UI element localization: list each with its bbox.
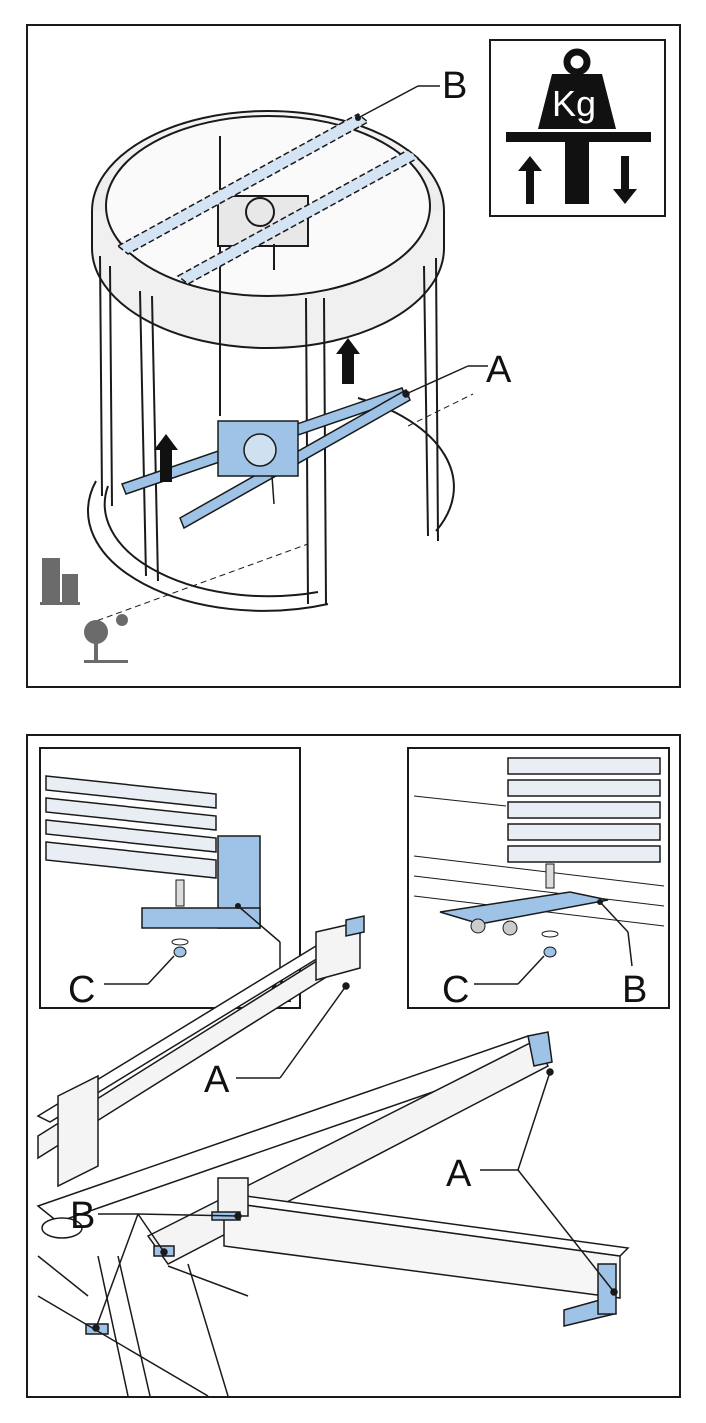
main-label-a-top: A	[204, 1059, 230, 1101]
inset-right-detail	[407, 747, 670, 1009]
inset-right-label-c: C	[442, 969, 469, 1011]
axis-line-left	[87, 543, 309, 625]
beam-mounting-illustration: C A C B	[36, 747, 670, 1396]
lift-arrow-right-icon	[336, 338, 360, 384]
label-a: A	[486, 349, 512, 391]
bottom-diagram-panel: C A C B	[26, 734, 681, 1398]
lift-arrow-left-icon	[154, 434, 178, 482]
building-indoor-icon	[40, 558, 80, 605]
inset-left-detail	[39, 747, 301, 1009]
tree-outdoor-icon	[84, 614, 128, 663]
main-label-a-right: A	[446, 1153, 472, 1195]
arrow-down-icon	[613, 156, 637, 204]
main-label-b: B	[70, 1195, 95, 1237]
revolving-door-frame	[86, 110, 455, 612]
arrow-up-icon	[518, 156, 542, 204]
main-callouts	[92, 982, 618, 1332]
door-assembly-illustration: Kg B	[40, 39, 666, 663]
top-diagram-panel: Kg B	[26, 24, 681, 688]
kg-text: Kg	[552, 83, 596, 124]
lifting-beam-a	[121, 365, 488, 530]
axis-line-right	[407, 393, 474, 427]
weight-kg-icon: Kg	[489, 39, 666, 217]
top-beam-b	[116, 85, 440, 285]
inset-left-label-c: C	[68, 969, 95, 1011]
inset-right-label-b: B	[622, 969, 647, 1011]
label-b: B	[442, 65, 467, 107]
